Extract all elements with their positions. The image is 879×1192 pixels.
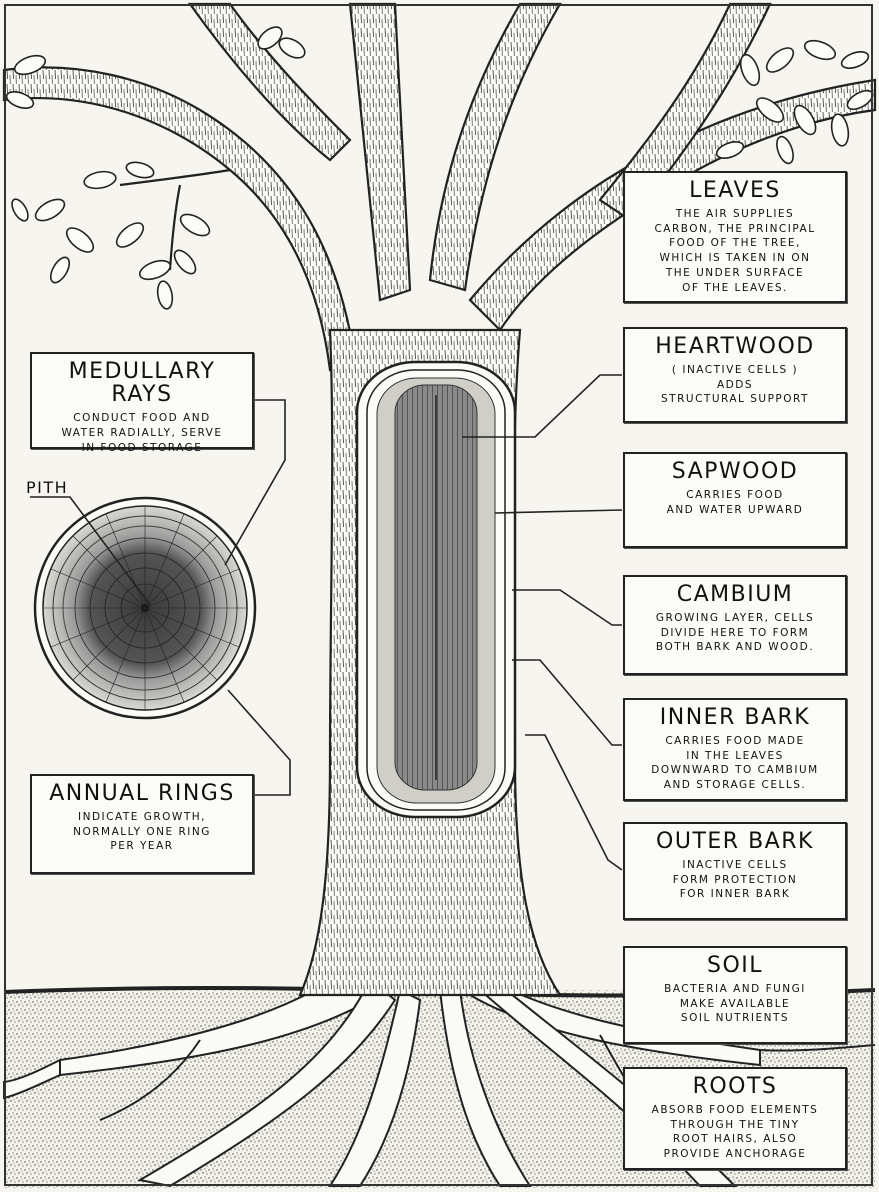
sapwood-title: SAPWOOD: [631, 460, 839, 483]
outer-bark-description: INACTIVE CELLS FORM PROTECTION FOR INNER…: [631, 858, 839, 902]
inner-bark-title: INNER BARK: [631, 706, 839, 729]
cambium-description: GROWING LAYER, CELLS DIVIDE HERE TO FORM…: [631, 611, 839, 655]
outer-bark-label-box: OUTER BARK INACTIVE CELLS FORM PROTECTIO…: [623, 822, 847, 920]
inner-bark-label-box: INNER BARK CARRIES FOOD MADE IN THE LEAV…: [623, 698, 847, 801]
inner-bark-description: CARRIES FOOD MADE IN THE LEAVES DOWNWARD…: [631, 734, 839, 793]
annual-rings-label-box: ANNUAL RINGS INDICATE GROWTH, NORMALLY O…: [30, 774, 254, 874]
heartwood-description: ( INACTIVE CELLS ) ADDS STRUCTURAL SUPPO…: [631, 363, 839, 407]
heartwood-title: HEARTWOOD: [631, 335, 839, 358]
annual-rings-description: INDICATE GROWTH, NORMALLY ONE RING PER Y…: [38, 810, 246, 854]
outer-bark-title: OUTER BARK: [631, 830, 839, 853]
medullary-rays-label-box: MEDULLARY RAYS CONDUCT FOOD AND WATER RA…: [30, 352, 254, 449]
roots-title: ROOTS: [631, 1075, 839, 1098]
roots-description: ABSORB FOOD ELEMENTS THROUGH THE TINY RO…: [631, 1103, 839, 1162]
cambium-label-box: CAMBIUM GROWING LAYER, CELLS DIVIDE HERE…: [623, 575, 847, 675]
roots-label-box: ROOTS ABSORB FOOD ELEMENTS THROUGH THE T…: [623, 1067, 847, 1170]
medullary-rays-description: CONDUCT FOOD AND WATER RADIALLY, SERVE I…: [38, 411, 246, 455]
pith-label: PITH: [26, 478, 68, 497]
sapwood-label-box: SAPWOOD CARRIES FOOD AND WATER UPWARD: [623, 452, 847, 548]
leaves-label-box: LEAVES THE AIR SUPPLIES CARBON, THE PRIN…: [623, 171, 847, 303]
cross-section: [35, 498, 255, 718]
leaves-title: LEAVES: [631, 179, 839, 202]
heartwood-label-box: HEARTWOOD ( INACTIVE CELLS ) ADDS STRUCT…: [623, 327, 847, 423]
sapwood-description: CARRIES FOOD AND WATER UPWARD: [631, 488, 839, 517]
soil-label-box: SOIL BACTERIA AND FUNGI MAKE AVAILABLE S…: [623, 946, 847, 1044]
soil-title: SOIL: [631, 954, 839, 977]
annual-rings-title: ANNUAL RINGS: [38, 782, 246, 805]
cambium-title: CAMBIUM: [631, 583, 839, 606]
leaves-description: THE AIR SUPPLIES CARBON, THE PRINCIPAL F…: [631, 207, 839, 295]
soil-description: BACTERIA AND FUNGI MAKE AVAILABLE SOIL N…: [631, 982, 839, 1026]
trunk-cutaway: [357, 362, 515, 817]
medullary-rays-title: MEDULLARY RAYS: [38, 360, 246, 406]
